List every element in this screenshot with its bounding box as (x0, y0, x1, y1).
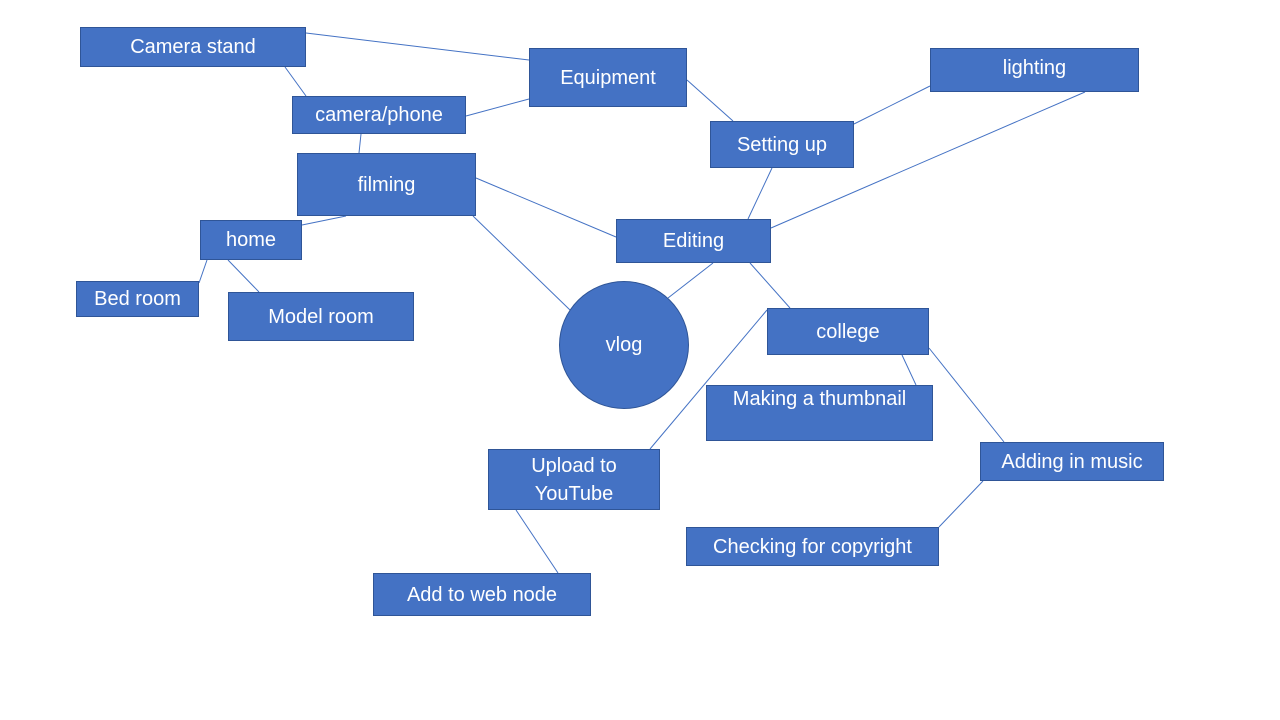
connector-filming-home (301, 215, 347, 226)
node-vlog-label: vlog (605, 334, 643, 356)
node-vlog[interactable]: vlog (559, 281, 689, 409)
node-checking-for-copyright[interactable]: Checking for copyright (686, 527, 939, 566)
node-model-room[interactable]: Model room (228, 292, 414, 341)
connector-lighting-editing (770, 91, 1086, 229)
node-add-to-web-node-label: Add to web node (406, 583, 558, 606)
node-adding-in-music[interactable]: Adding in music (980, 442, 1164, 481)
node-model-room-label: Model room (268, 305, 374, 328)
node-equipment[interactable]: Equipment (529, 48, 687, 107)
node-bed-room[interactable]: Bed room (76, 281, 199, 317)
connector-camera-phone-filming (358, 133, 362, 154)
connector-home-model-room (227, 259, 260, 293)
node-making-a-thumbnail-label: Making a thumbnail (732, 388, 907, 410)
node-upload-line-2: YouTube (534, 482, 614, 505)
node-setting-up[interactable]: Setting up (710, 121, 854, 168)
connector-college-thumbnail (901, 354, 917, 386)
connector-editing-college (749, 262, 791, 309)
node-editing-label: Editing (662, 230, 725, 252)
node-setting-up-label: Setting up (736, 133, 828, 156)
node-camera-stand-label: Camera stand (130, 36, 256, 58)
node-camera-phone[interactable]: camera/phone (292, 96, 466, 134)
node-home-label: home (225, 229, 277, 251)
node-camera-phone-label: camera/phone (315, 104, 443, 126)
connector-equipment-setting-up (686, 79, 734, 122)
connector-setting-up-editing (747, 167, 773, 220)
connector-camera-phone-equipment (465, 98, 530, 117)
node-checking-for-copyright-label: Checking for copyright (713, 535, 912, 558)
node-editing[interactable]: Editing (616, 219, 771, 263)
connector-setting-up-lighting (853, 85, 931, 125)
node-lighting[interactable]: lighting (930, 48, 1139, 92)
node-filming[interactable]: filming (297, 153, 476, 216)
node-filming-label: filming (357, 173, 416, 196)
connector-college-upload (649, 309, 768, 450)
node-college-label: college (816, 320, 880, 343)
node-upload-line-1: Upload to (531, 454, 617, 477)
connector-filming-editing (475, 177, 617, 238)
node-equipment-label: Equipment (560, 66, 656, 89)
connector-home-bed-room (198, 259, 208, 284)
node-upload-to-youtube-text: Upload to YouTube (531, 452, 617, 508)
node-home[interactable]: home (200, 220, 302, 260)
connector-camera-stand-camera-phone (284, 66, 307, 97)
node-bed-room-label: Bed room (94, 288, 181, 310)
connector-editing-vlog (667, 262, 714, 299)
connector-filming-vlog (472, 215, 571, 311)
node-college[interactable]: college (767, 308, 929, 355)
node-camera-stand[interactable]: Camera stand (80, 27, 306, 67)
node-upload-to-youtube[interactable]: Upload to YouTube (488, 449, 660, 510)
connector-college-music (928, 347, 1005, 443)
node-making-a-thumbnail[interactable]: Making a thumbnail (706, 385, 933, 441)
node-lighting-label: lighting (1002, 57, 1067, 79)
connector-music-copyright (938, 480, 984, 528)
connector-camera-stand-equipment (305, 32, 530, 61)
node-add-to-web-node[interactable]: Add to web node (373, 573, 591, 616)
node-adding-in-music-label: Adding in music (1001, 450, 1143, 473)
connector-upload-web-node (515, 509, 559, 574)
